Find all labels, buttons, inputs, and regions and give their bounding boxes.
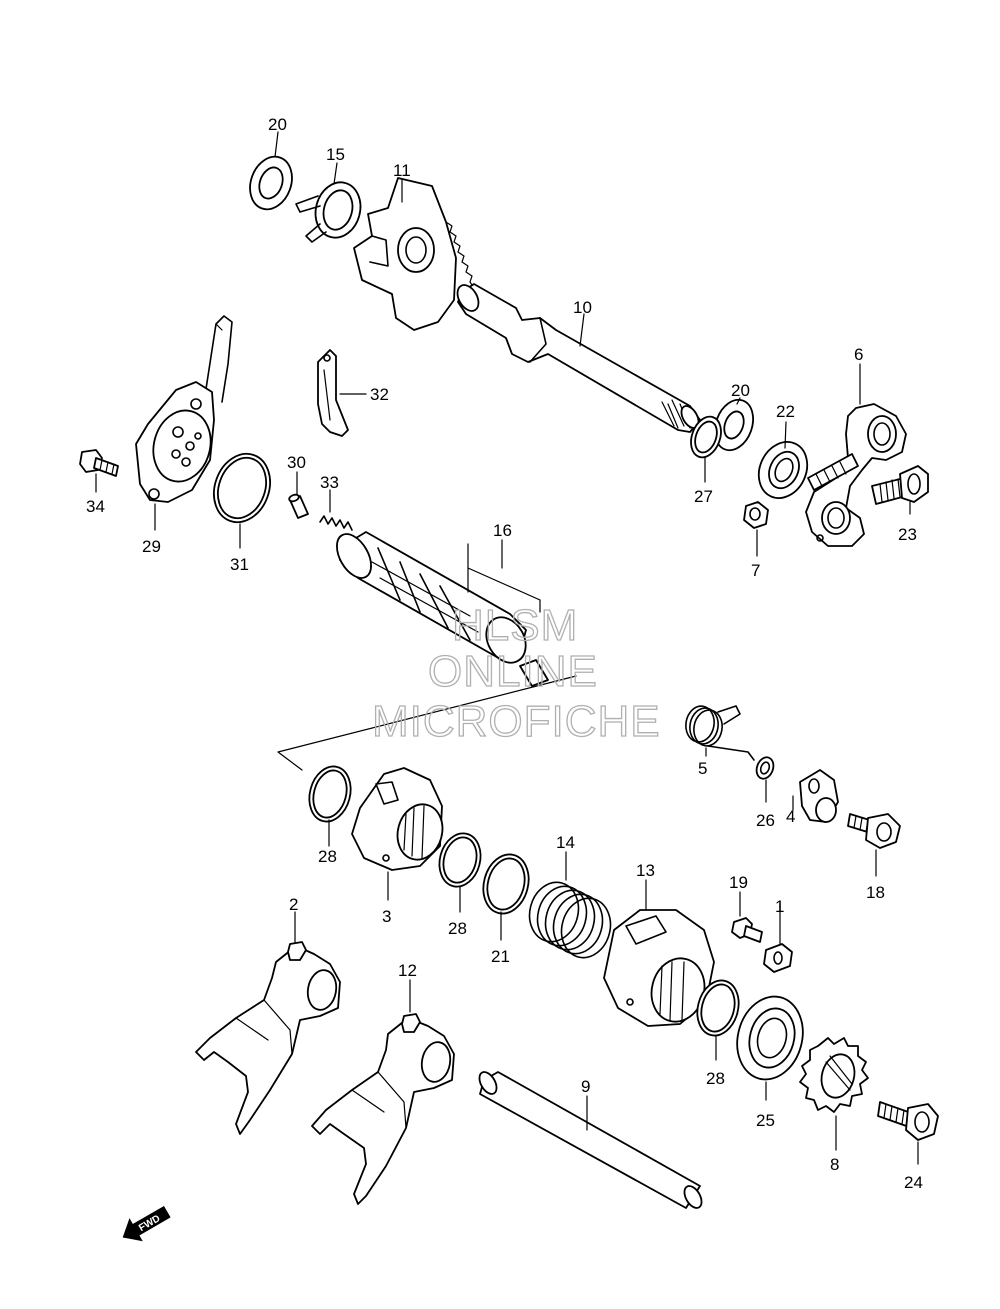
spring-14[interactable]: [523, 877, 617, 963]
watermark-line-2: ONLINE: [428, 647, 598, 696]
callout-1: 1: [775, 897, 784, 916]
callout-32: 32: [370, 385, 389, 404]
switch-29[interactable]: [135, 315, 233, 503]
callout-26: 26: [756, 811, 775, 830]
callout-20-top: 20: [268, 115, 287, 134]
callout-27: 27: [694, 487, 713, 506]
washer-26[interactable]: [754, 755, 777, 781]
fwd-arrow-icon: FWD: [122, 1205, 171, 1242]
callout-10: 10: [573, 298, 592, 317]
callout-29: 29: [142, 537, 161, 556]
callout-18: 18: [866, 883, 885, 902]
washer-21[interactable]: [477, 849, 535, 918]
gearshift-arm-11[interactable]: [353, 177, 475, 331]
spring-33[interactable]: [319, 515, 353, 531]
callout-9: 9: [581, 1077, 590, 1096]
callout-25: 25: [756, 1111, 775, 1130]
callout-6: 6: [854, 345, 863, 364]
circlip-27[interactable]: [686, 412, 727, 461]
fwd-label: FWD: [137, 1213, 162, 1234]
callout-20-mid: 20: [731, 381, 750, 400]
callout-14: 14: [556, 833, 575, 852]
callout-2: 2: [289, 895, 298, 914]
callout-12: 12: [398, 961, 417, 980]
circlip-28-mid[interactable]: [434, 829, 487, 892]
watermark-line-3: MICROFICHE: [372, 697, 661, 746]
callout-11: 11: [393, 161, 411, 180]
o-ring-31[interactable]: [205, 446, 280, 530]
callout-5: 5: [698, 759, 707, 778]
cam-sleeve-13[interactable]: [603, 909, 715, 1028]
stopper-4[interactable]: [799, 769, 839, 823]
shift-fork-12[interactable]: [311, 1013, 455, 1205]
circlip-28-left[interactable]: [303, 762, 356, 826]
callout-24: 24: [904, 1173, 923, 1192]
clip-32[interactable]: [317, 349, 349, 437]
shift-lever-6[interactable]: [805, 403, 907, 547]
fork-shaft-9[interactable]: [476, 1069, 705, 1211]
callout-19: 19: [729, 873, 748, 892]
callout-28-mid: 28: [448, 919, 467, 938]
nut-1[interactable]: [763, 943, 793, 973]
callout-8: 8: [830, 1155, 839, 1174]
spring-15[interactable]: [295, 177, 366, 243]
callout-33: 33: [320, 473, 339, 492]
pin-30[interactable]: [288, 493, 309, 519]
callout-28-right: 28: [706, 1069, 725, 1088]
return-spring-5[interactable]: [683, 704, 755, 761]
callout-34: 34: [86, 497, 105, 516]
bolt-34[interactable]: [79, 449, 119, 477]
cam-gear-8[interactable]: [799, 1037, 869, 1113]
callout-23: 23: [898, 525, 917, 544]
watermark: HLSM ONLINE MICROFICHE: [371, 600, 661, 746]
callout-22: 22: [776, 402, 795, 421]
callout-7: 7: [751, 561, 760, 580]
washer-20-top[interactable]: [243, 151, 299, 215]
bearing-25[interactable]: [728, 989, 812, 1087]
callout-3: 3: [382, 907, 391, 926]
watermark-line-1: HLSM: [452, 601, 578, 650]
callout-4: 4: [786, 807, 795, 826]
bolt-19[interactable]: [731, 917, 763, 943]
callout-15: 15: [326, 145, 345, 164]
callout-28-left: 28: [318, 847, 337, 866]
bolt-24[interactable]: [877, 1101, 939, 1141]
cam-sleeve-3[interactable]: [351, 767, 448, 871]
callout-16: 16: [493, 521, 512, 540]
bearing-22[interactable]: [750, 434, 816, 506]
shift-cam-16[interactable]: [330, 528, 549, 687]
bolt-18[interactable]: [847, 813, 901, 849]
nut-7[interactable]: [743, 501, 769, 529]
shift-fork-2[interactable]: [195, 941, 341, 1135]
bolt-23[interactable]: [871, 465, 929, 505]
callout-31: 31: [230, 555, 249, 574]
callout-13: 13: [636, 861, 655, 880]
callout-21: 21: [491, 947, 510, 966]
circlip-28-right[interactable]: [691, 976, 744, 1040]
callout-30: 30: [287, 453, 306, 472]
